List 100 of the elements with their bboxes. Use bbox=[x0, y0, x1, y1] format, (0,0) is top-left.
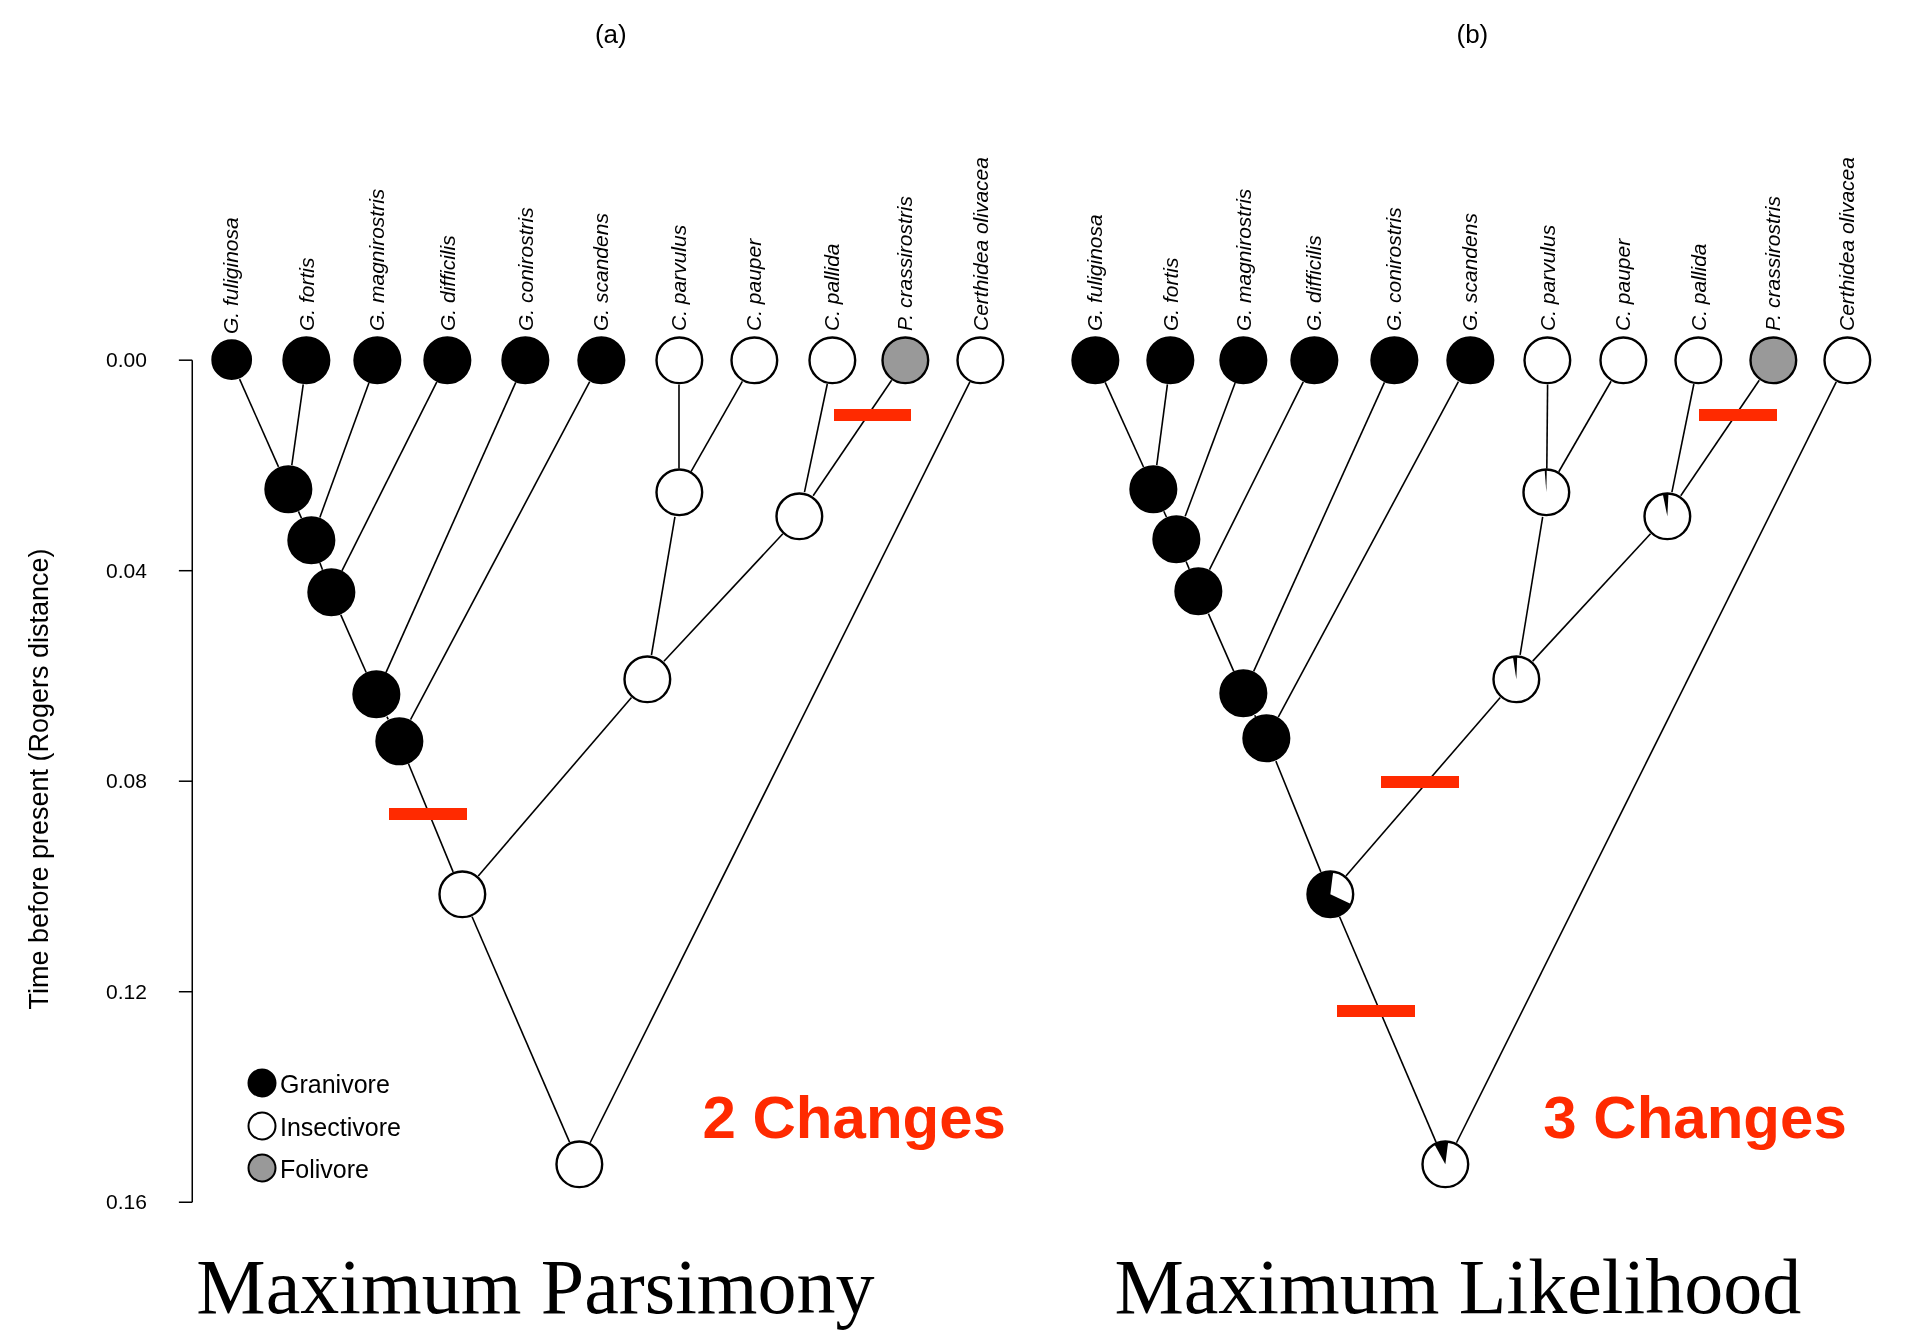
species-name: C. pallida bbox=[1686, 243, 1711, 331]
tick-label: 0.04 bbox=[106, 558, 147, 583]
ancestor-circle bbox=[623, 654, 672, 704]
species-name: G. scandens bbox=[589, 212, 614, 331]
ancestor-circle bbox=[1174, 567, 1223, 616]
branch-line bbox=[319, 562, 324, 571]
branch-line bbox=[297, 510, 303, 519]
axis-title: Time before present (Rogers distance) bbox=[23, 548, 55, 1010]
branch-line bbox=[1338, 915, 1437, 1143]
ancestor-circle bbox=[1642, 491, 1692, 541]
ancestor-circle bbox=[554, 1140, 604, 1189]
ancestor-circle bbox=[1219, 669, 1268, 718]
branch-line bbox=[1253, 714, 1257, 718]
method-title: Maximum Parsimony bbox=[196, 1242, 875, 1331]
species-name: P. crassirostris bbox=[893, 195, 918, 331]
change-mark bbox=[389, 807, 468, 821]
branch-line bbox=[1546, 383, 1549, 470]
branch-line bbox=[407, 762, 454, 873]
legend-label: Granivore bbox=[280, 1070, 390, 1099]
branch-line bbox=[319, 382, 370, 519]
branch-line bbox=[1207, 612, 1235, 673]
ancestor-circle bbox=[438, 870, 487, 919]
ancestor-circle bbox=[1305, 870, 1355, 919]
tick-label: 0.12 bbox=[106, 979, 147, 1004]
ancestor-circle bbox=[1242, 714, 1292, 763]
legend-label: Folivore bbox=[280, 1155, 369, 1185]
branch-line bbox=[1519, 516, 1544, 656]
species-name: G. fuliginosa bbox=[219, 217, 244, 335]
species-name: G. fuliginosa bbox=[1083, 214, 1108, 331]
branch-line bbox=[471, 915, 571, 1143]
branch-line bbox=[1671, 383, 1695, 493]
change-count: 3 Changes bbox=[1543, 1082, 1847, 1152]
branch-line bbox=[650, 516, 676, 656]
branch-line bbox=[1104, 381, 1145, 468]
branch-line bbox=[812, 379, 893, 497]
branch-line bbox=[803, 383, 829, 493]
species-name: G. scandens bbox=[1457, 212, 1482, 331]
species-name: Certhidea olivacea bbox=[1835, 156, 1860, 331]
change-mark bbox=[1381, 776, 1459, 789]
branch-line bbox=[340, 614, 367, 674]
branch-line bbox=[1558, 380, 1612, 473]
species-name: C. parvulus bbox=[1535, 224, 1560, 331]
ancestor-circle bbox=[306, 568, 356, 617]
species-name: G. difficilis bbox=[1302, 235, 1327, 331]
species-name: G. difficilis bbox=[435, 235, 460, 331]
species-name: G. magnirostris bbox=[365, 188, 390, 331]
branch-line bbox=[238, 378, 280, 468]
tick-label: 0.00 bbox=[106, 348, 147, 373]
legend-label: Insectivore bbox=[280, 1112, 401, 1142]
branch-line bbox=[1277, 380, 1460, 718]
ancestor-circle bbox=[287, 515, 336, 565]
branch-line bbox=[1184, 382, 1236, 518]
ancestor-circle bbox=[775, 491, 824, 541]
species-name: G. fortis bbox=[1158, 257, 1183, 331]
branch-line bbox=[341, 381, 438, 572]
method-title: Maximum Likelihood bbox=[1114, 1242, 1802, 1331]
branch-line bbox=[1163, 510, 1168, 518]
species-name: G. conirostris bbox=[513, 207, 538, 331]
species-name: C. pallida bbox=[820, 243, 845, 331]
branch-line bbox=[1208, 381, 1305, 571]
species-name: C. parvulus bbox=[667, 224, 691, 331]
branch-line bbox=[409, 380, 591, 721]
change-mark bbox=[1337, 1005, 1416, 1018]
species-name: G. fortis bbox=[294, 257, 319, 331]
ancestor-circle bbox=[1152, 514, 1201, 564]
change-mark bbox=[1698, 408, 1777, 421]
ancestor-circle bbox=[264, 464, 313, 514]
branch-line bbox=[1275, 760, 1322, 873]
ancestor-circle bbox=[1522, 468, 1571, 518]
branch-line bbox=[1155, 383, 1169, 466]
ancestor-circle bbox=[1129, 464, 1178, 514]
branch-line bbox=[1455, 381, 1838, 1144]
change-count: 2 Changes bbox=[702, 1082, 1006, 1152]
branch-line bbox=[589, 381, 971, 1144]
ancestor-circle bbox=[351, 670, 401, 720]
branch-line bbox=[1185, 560, 1190, 570]
panel-label: (a) bbox=[594, 18, 627, 50]
species-name: C. pauper bbox=[1611, 238, 1636, 331]
panel-label: (b) bbox=[1456, 18, 1489, 50]
branch-line bbox=[690, 380, 744, 473]
ancestor-circle bbox=[654, 468, 704, 518]
branch-line bbox=[663, 532, 784, 662]
ancestor-circle bbox=[1491, 654, 1541, 704]
change-mark bbox=[833, 408, 912, 421]
branch-line bbox=[477, 696, 633, 877]
species-name: Certhidea olivacea bbox=[968, 156, 993, 331]
branch-line bbox=[385, 381, 517, 674]
species-name: P. crassirostris bbox=[1760, 195, 1785, 331]
branch-line bbox=[291, 383, 305, 466]
branch-line bbox=[1252, 381, 1386, 673]
branch-line bbox=[1345, 696, 1502, 877]
species-name: G. magnirostris bbox=[1231, 188, 1256, 331]
branch-line bbox=[386, 715, 390, 721]
branch-line bbox=[1679, 379, 1761, 497]
species-name: C. pauper bbox=[742, 238, 767, 331]
species-name: G. conirostris bbox=[1382, 207, 1407, 331]
ancestor-circle bbox=[1421, 1140, 1470, 1189]
tick-label: 0.08 bbox=[106, 769, 147, 794]
branch-line bbox=[1531, 533, 1652, 662]
branch-line bbox=[678, 383, 680, 470]
